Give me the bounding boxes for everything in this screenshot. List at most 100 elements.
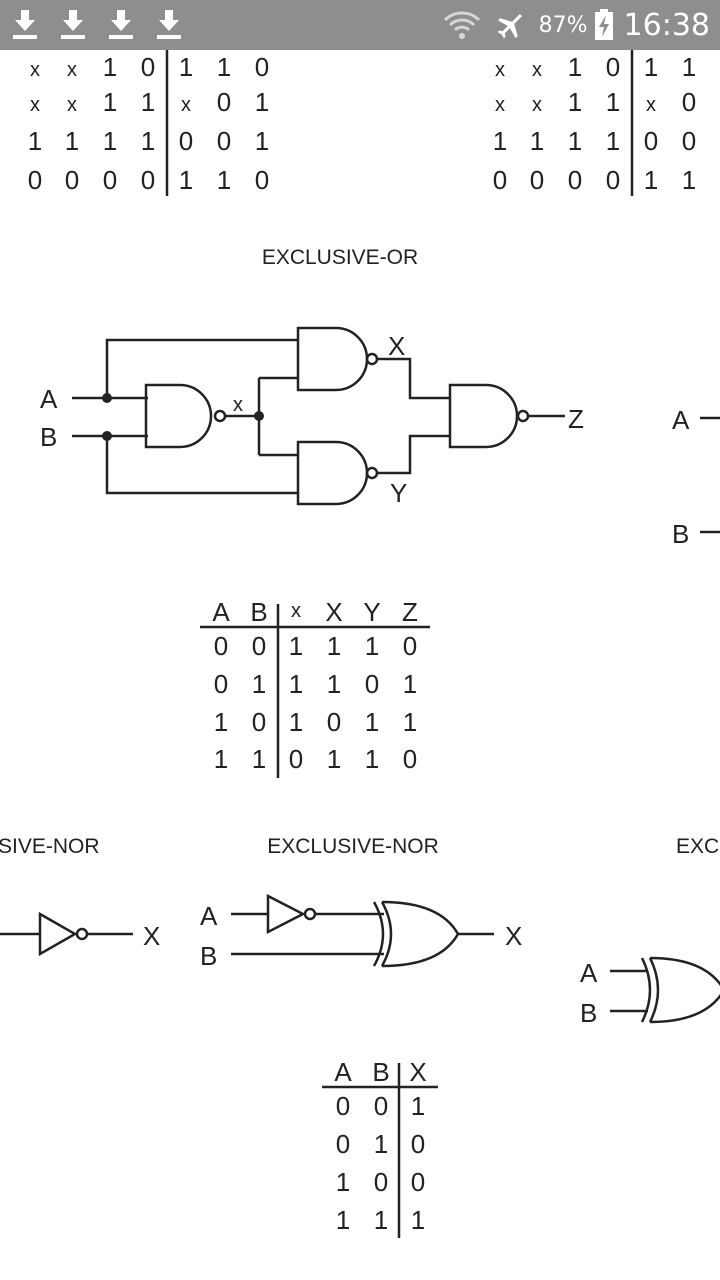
top-right-cell: x — [532, 94, 542, 116]
battery-percent: 87% — [538, 12, 588, 38]
top-left-cell: 0 — [217, 126, 231, 156]
left-partial-not-gate — [38, 911, 78, 957]
top-left-cell: 1 — [28, 126, 42, 156]
xor-table-cell: 1 — [365, 707, 379, 737]
xor-table-header: X — [325, 597, 342, 627]
xnor-table-cell: 1 — [411, 1091, 425, 1121]
top-left-cell: x — [30, 59, 40, 81]
xor-gate-body-front — [381, 900, 460, 968]
xnor-table-header: B — [372, 1057, 389, 1087]
top-left-cell: 1 — [65, 126, 79, 156]
download-icon[interactable] — [156, 10, 182, 40]
wire-b-bottom — [105, 436, 298, 495]
nand-gate-4 — [448, 383, 519, 449]
right-xor-b-label: B — [580, 998, 597, 1028]
top-left-cell: x — [67, 94, 77, 116]
top-left-cell: 1 — [255, 126, 269, 156]
xor-table-cell: 0 — [214, 631, 228, 661]
top-left-cell: 0 — [141, 165, 155, 195]
top-right-cell: 0 — [682, 87, 696, 117]
top-left-cell: 1 — [217, 165, 231, 195]
xor-gate-back-curve — [372, 901, 385, 967]
download-icon[interactable] — [60, 10, 86, 40]
top-left-cell: 0 — [103, 165, 117, 195]
xnor-table-cell: 0 — [411, 1129, 425, 1159]
xnor-table-cell: 0 — [374, 1091, 388, 1121]
top-right-cell: 1 — [682, 165, 696, 195]
nand-gate-1 — [144, 383, 213, 449]
airplane-mode-icon — [497, 14, 522, 39]
xnor-table-cell: 1 — [374, 1129, 388, 1159]
right-partial-b-label: B — [672, 519, 689, 549]
top-right-cell: 0 — [682, 126, 696, 156]
top-left-cell: x — [181, 94, 191, 116]
xnor-table-cell: 0 — [336, 1091, 350, 1121]
logic-diagram-canvas: x x 1 0 1 1 0 x x 1 1 x 0 1 1 1 1 1 0 0 … — [0, 50, 720, 1238]
xnor-table-cell: 1 — [336, 1167, 350, 1197]
download-icon[interactable] — [12, 10, 38, 40]
top-right-cell: 0 — [493, 165, 507, 195]
xor-table-cell: 1 — [289, 669, 303, 699]
top-left-cell: 0 — [65, 165, 79, 195]
xnor-table-cell: 1 — [336, 1205, 350, 1235]
xor-table-cell: 0 — [214, 669, 228, 699]
download-icon[interactable] — [108, 10, 134, 40]
xor-table-cell: 1 — [252, 744, 266, 774]
xor-table-cell: 0 — [327, 707, 341, 737]
xor-table-cell: 1 — [327, 631, 341, 661]
xor-table-cell: 1 — [214, 744, 228, 774]
top-right-cell: x — [532, 59, 542, 81]
top-left-cell: 1 — [217, 52, 231, 82]
image-viewer-content[interactable]: x x 1 0 1 1 0 x x 1 1 x 0 1 1 1 1 1 0 0 … — [0, 50, 720, 1280]
top-right-cell: 0 — [606, 165, 620, 195]
xnor-table-header: X — [409, 1057, 426, 1087]
top-right-cell: x — [495, 94, 505, 116]
top-left-cell: 1 — [103, 87, 117, 117]
top-left-cell: 0 — [217, 87, 231, 117]
top-left-cell: x — [30, 94, 40, 116]
top-right-cell: 1 — [682, 52, 696, 82]
xor-node-x-label: x — [233, 394, 243, 416]
top-left-cell: 1 — [179, 52, 193, 82]
top-left-cell: 1 — [141, 126, 155, 156]
xor-table-cell: 0 — [252, 707, 266, 737]
top-left-cell: 0 — [255, 165, 269, 195]
top-right-cell: 1 — [606, 126, 620, 156]
top-left-cell: 1 — [179, 165, 193, 195]
xnor-not-gate — [266, 893, 306, 935]
top-right-cell: 0 — [568, 165, 582, 195]
xor-table-cell: 1 — [327, 669, 341, 699]
top-left-cell: 1 — [255, 87, 269, 117]
top-right-cell: 1 — [493, 126, 507, 156]
xnor-input-b-label: B — [200, 941, 217, 971]
xor-table-cell: 1 — [289, 707, 303, 737]
xnor-not-bubble — [303, 907, 317, 921]
top-left-cell: 0 — [141, 52, 155, 82]
xor-table-header: Z — [402, 597, 418, 627]
top-left-cell: 0 — [255, 52, 269, 82]
top-right-cell: 1 — [568, 52, 582, 82]
right-xor-back-curve — [640, 957, 652, 1023]
xor-table-cell: 0 — [289, 744, 303, 774]
top-right-cell: 1 — [568, 126, 582, 156]
wire-a-top — [105, 338, 298, 398]
xor-node-X-label: X — [388, 331, 405, 361]
xor-table-header: A — [212, 597, 230, 627]
xor-table-cell: 0 — [365, 669, 379, 699]
xor-table-cell: 1 — [403, 707, 417, 737]
xnor-table-cell: 0 — [411, 1167, 425, 1197]
xnor-left-title-partial: SIVE-NOR — [0, 835, 100, 858]
xor-table-header: Y — [363, 597, 380, 627]
top-left-cell: x — [67, 59, 77, 81]
status-bar: 87% 16:38 — [0, 0, 720, 50]
right-xor-body-front — [649, 956, 720, 1024]
xor-input-a-label: A — [40, 384, 58, 414]
top-right-cell: 1 — [644, 52, 658, 82]
top-right-cell: 1 — [606, 87, 620, 117]
xnor-table-cell: 1 — [374, 1205, 388, 1235]
wifi-icon — [443, 11, 480, 39]
xor-table-cell: 1 — [365, 631, 379, 661]
nand-gate-1-bubble — [213, 409, 227, 423]
xnor-output-x-label: X — [505, 921, 522, 951]
left-partial-not-bubble — [75, 927, 89, 941]
